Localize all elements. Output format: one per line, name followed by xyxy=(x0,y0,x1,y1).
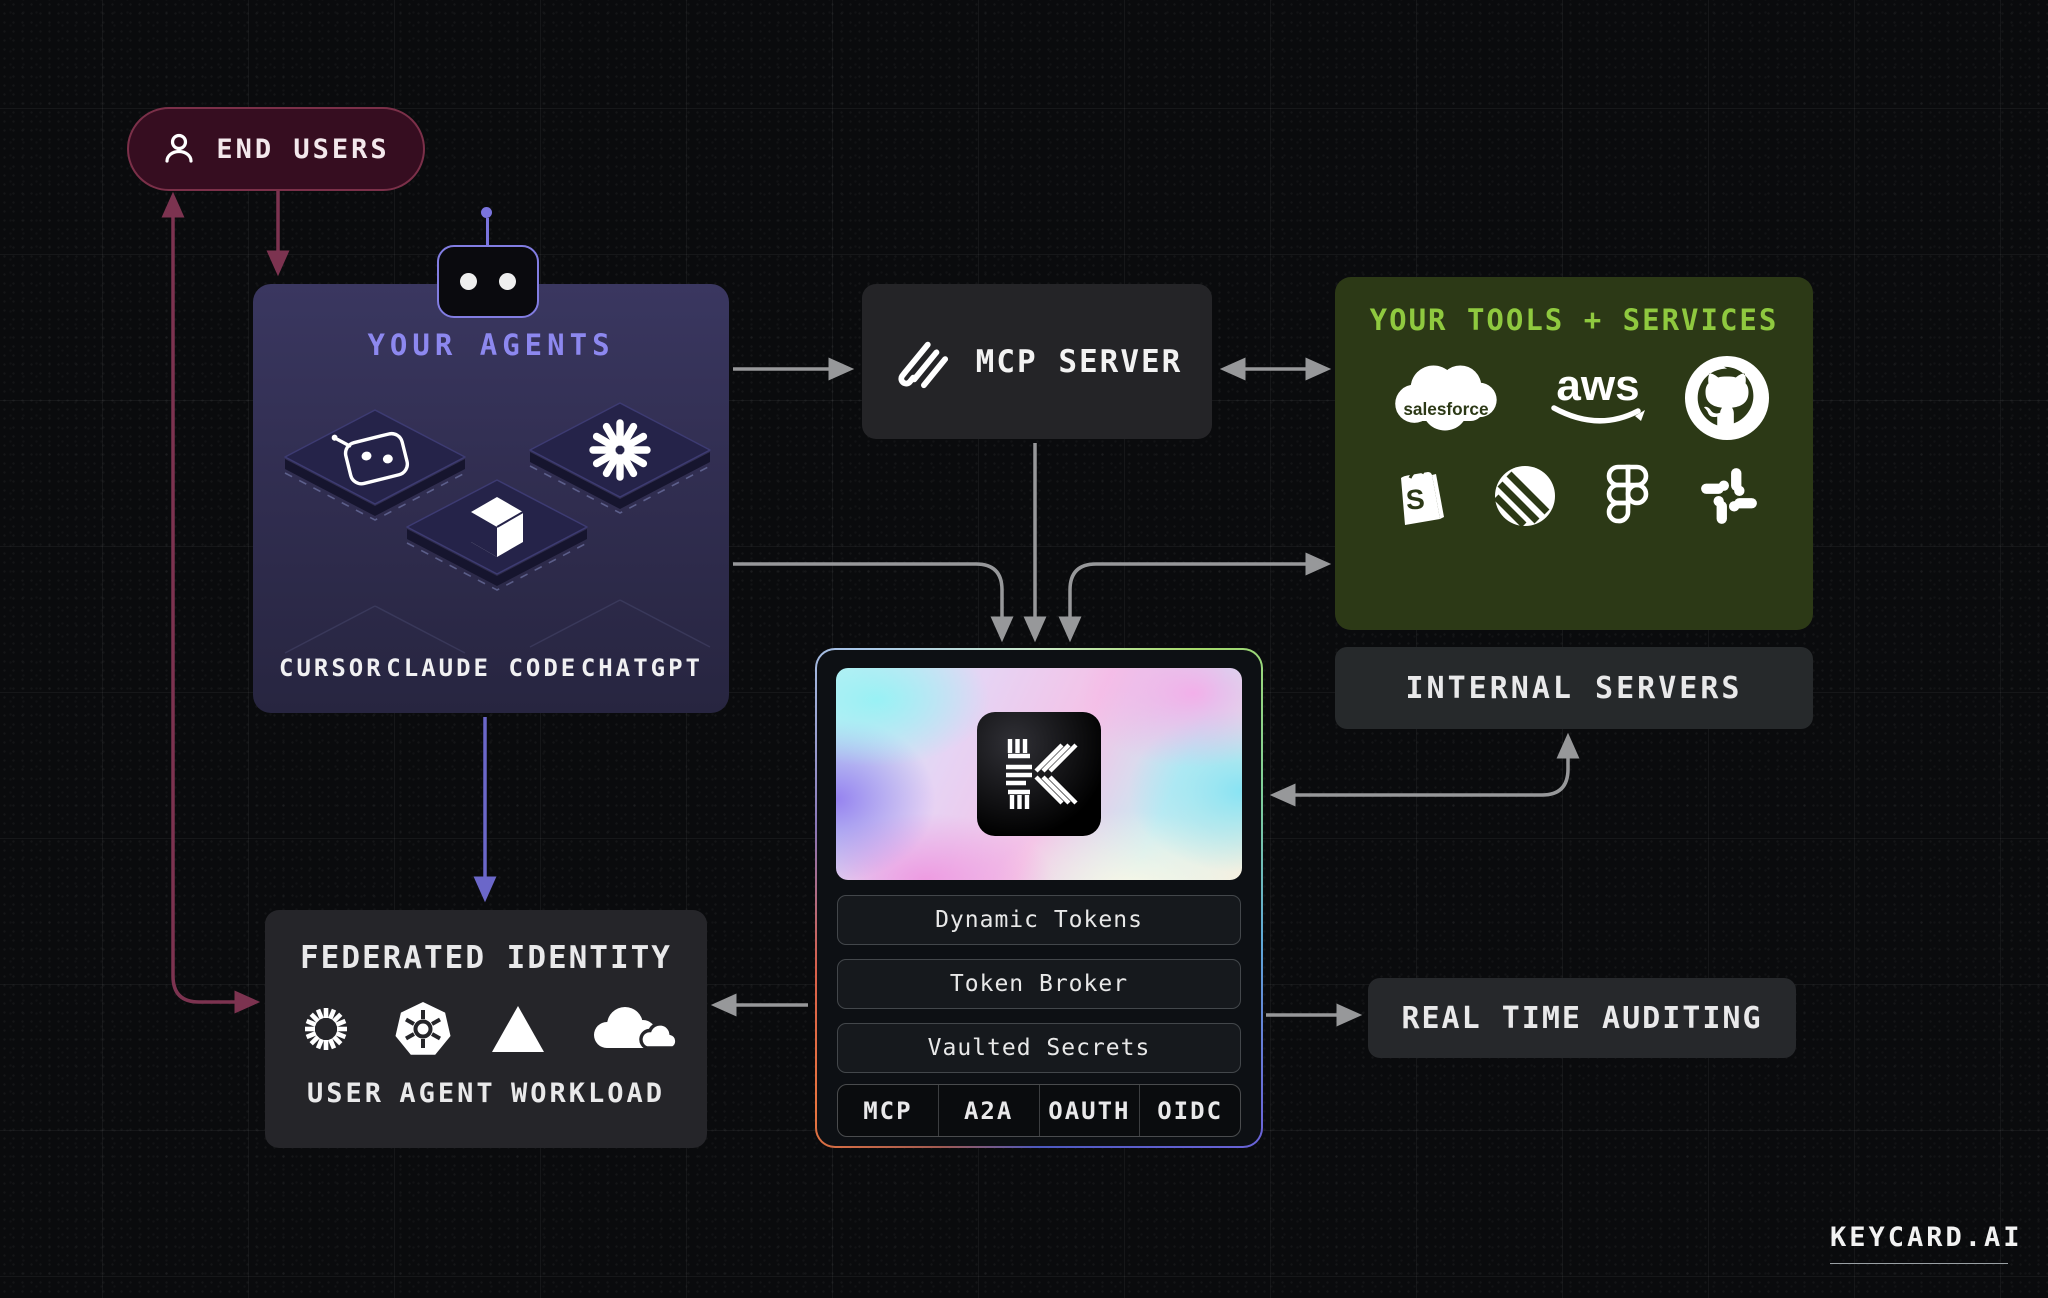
internal-servers-label: INTERNAL SERVERS xyxy=(1405,670,1743,706)
feature-label: Vaulted Secrets xyxy=(927,1035,1151,1061)
robot-eye xyxy=(460,273,477,290)
robot-antenna-dot xyxy=(481,207,492,218)
feature-token-broker: Token Broker xyxy=(837,959,1241,1009)
robot-head-icon xyxy=(437,245,539,318)
robot-eye xyxy=(499,273,516,290)
fed-label-workload: WORKLOAD xyxy=(510,1078,665,1109)
connector-keycard-tools-bidirectional xyxy=(1058,552,1332,643)
internal-servers-box: INTERNAL SERVERS xyxy=(1335,647,1813,729)
keycard-chip xyxy=(977,712,1101,836)
aws-logo: aws xyxy=(1551,362,1645,424)
aws-text: aws xyxy=(1556,362,1639,410)
protocol-a2a: A2A xyxy=(939,1085,1040,1136)
github-logo xyxy=(1684,355,1770,441)
feature-vaulted-secrets: Vaulted Secrets xyxy=(837,1023,1241,1073)
federated-identity-labels: USER AGENT WORKLOAD xyxy=(265,1078,707,1109)
mcp-server-box: MCP SERVER xyxy=(862,284,1212,439)
keycard-core-panel: Dynamic Tokens Token Broker Vaulted Secr… xyxy=(815,648,1263,1148)
figma-logo xyxy=(1606,464,1649,524)
protocols-bar: MCP A2A OAUTH OIDC xyxy=(837,1084,1241,1137)
shopify-logo: S xyxy=(1401,469,1444,525)
agents-title: YOUR AGENTS xyxy=(367,328,615,362)
claude-starburst-icon xyxy=(589,419,651,481)
slack-logo xyxy=(1701,468,1757,524)
feature-label: Dynamic Tokens xyxy=(935,907,1143,933)
agent-label-chatgpt: CHATGPT xyxy=(580,654,703,682)
connector-keycard-internal-bidirectional xyxy=(1269,732,1580,807)
feature-dynamic-tokens: Dynamic Tokens xyxy=(837,895,1241,945)
tools-services-panel: YOUR TOOLS + SERVICES salesforce aws xyxy=(1335,277,1813,630)
mcp-logo-icon xyxy=(898,341,948,388)
auditing-label: REAL TIME AUDITING xyxy=(1401,1000,1763,1036)
okta-logo xyxy=(305,1008,347,1050)
federated-identity-icons xyxy=(265,998,707,1060)
real-time-auditing-box: REAL TIME AUDITING xyxy=(1368,978,1796,1058)
person-icon xyxy=(165,133,193,163)
linear-logo xyxy=(1493,466,1555,528)
agent-label-cursor: CURSOR xyxy=(279,654,384,682)
fed-label-agent: AGENT xyxy=(399,1078,496,1109)
cloudflare-logo xyxy=(594,1007,677,1050)
keycard-ai-wordmark: KEYCARD.AI xyxy=(1830,1222,2020,1264)
mcp-server-label: MCP SERVER xyxy=(975,343,1183,380)
end-users-pill: END USERS xyxy=(127,107,425,191)
protocol-mcp: MCP xyxy=(838,1085,939,1136)
salesforce-text: salesforce xyxy=(1403,399,1488,419)
tools-logo-row-1: salesforce aws xyxy=(1335,353,1813,443)
connector-agents-to-keycard xyxy=(733,562,1014,643)
federated-identity-title: FEDERATED IDENTITY xyxy=(300,940,672,976)
protocol-oidc: OIDC xyxy=(1157,1096,1224,1125)
vercel-logo xyxy=(492,1006,544,1052)
federated-identity-box: FEDERATED IDENTITY xyxy=(265,910,707,1148)
robot-antenna xyxy=(486,218,489,245)
keycard-holographic-card xyxy=(836,668,1242,880)
kubernetes-logo xyxy=(395,1002,451,1055)
connector-federated-endusers-bidirectional xyxy=(161,191,261,1014)
cursor-cube-icon xyxy=(471,497,524,557)
tools-logo-row-2: S xyxy=(1335,463,1813,529)
your-agents-panel: YOUR AGENTS xyxy=(253,207,729,713)
tools-title: YOUR TOOLS + SERVICES xyxy=(1369,303,1779,337)
agent-label-claude-code: CLAUDE CODE xyxy=(386,654,579,682)
shopify-s-text: S xyxy=(1405,483,1426,515)
keycard-k-logo xyxy=(1006,739,1078,809)
agent-labels-row: CURSOR CLAUDE CODE CHATGPT xyxy=(253,654,729,682)
protocol-oauth: OAUTH xyxy=(1040,1085,1141,1136)
salesforce-logo: salesforce xyxy=(1395,365,1497,431)
copilot-robot-icon xyxy=(331,431,410,486)
feature-label: Token Broker xyxy=(949,971,1129,997)
end-users-label: END USERS xyxy=(216,133,390,165)
fed-label-user: USER xyxy=(307,1078,385,1109)
